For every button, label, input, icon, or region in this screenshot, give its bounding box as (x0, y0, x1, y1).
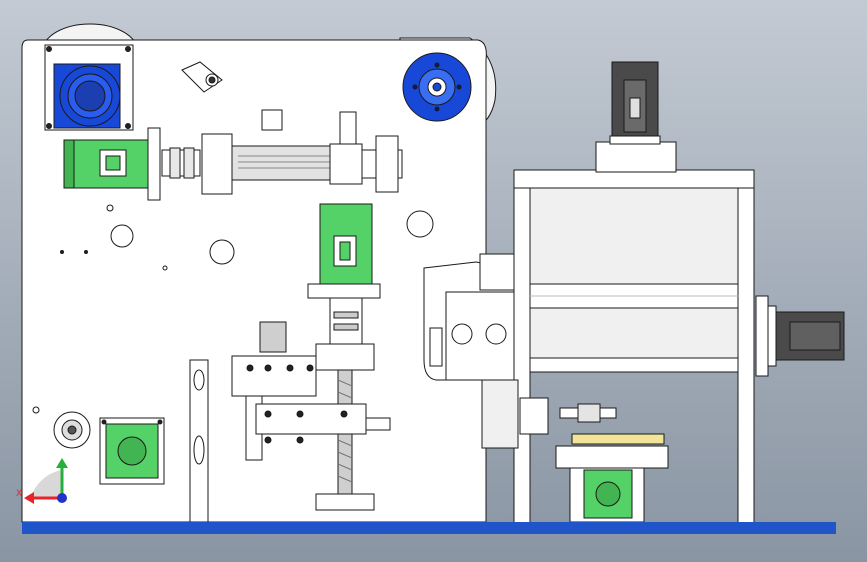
triad-y-label: Y (57, 449, 64, 459)
gearbox-block (445, 253, 519, 449)
floor-base (22, 522, 836, 534)
gray-servo-motor-top (595, 61, 677, 173)
green-stepper-bottom-left (99, 417, 165, 485)
cross-slide-assembly (231, 321, 391, 461)
round-flange-bearing (53, 411, 91, 449)
horizontal-ball-screw (161, 109, 403, 195)
vertical-ball-screw (315, 343, 375, 511)
green-motor-horizontal (63, 127, 161, 201)
top-left-blue-motor (44, 44, 134, 131)
green-motor-vertical (307, 203, 381, 349)
gray-servo-motor-right (755, 295, 845, 377)
triad-plane (30, 470, 62, 498)
green-stepper-bottom-right (555, 433, 669, 523)
sensor-bracket-top (181, 61, 223, 93)
top-right-blue-pulley (402, 52, 472, 122)
triad-x-label: X (16, 489, 22, 499)
axis-triad: Y X (16, 449, 68, 504)
